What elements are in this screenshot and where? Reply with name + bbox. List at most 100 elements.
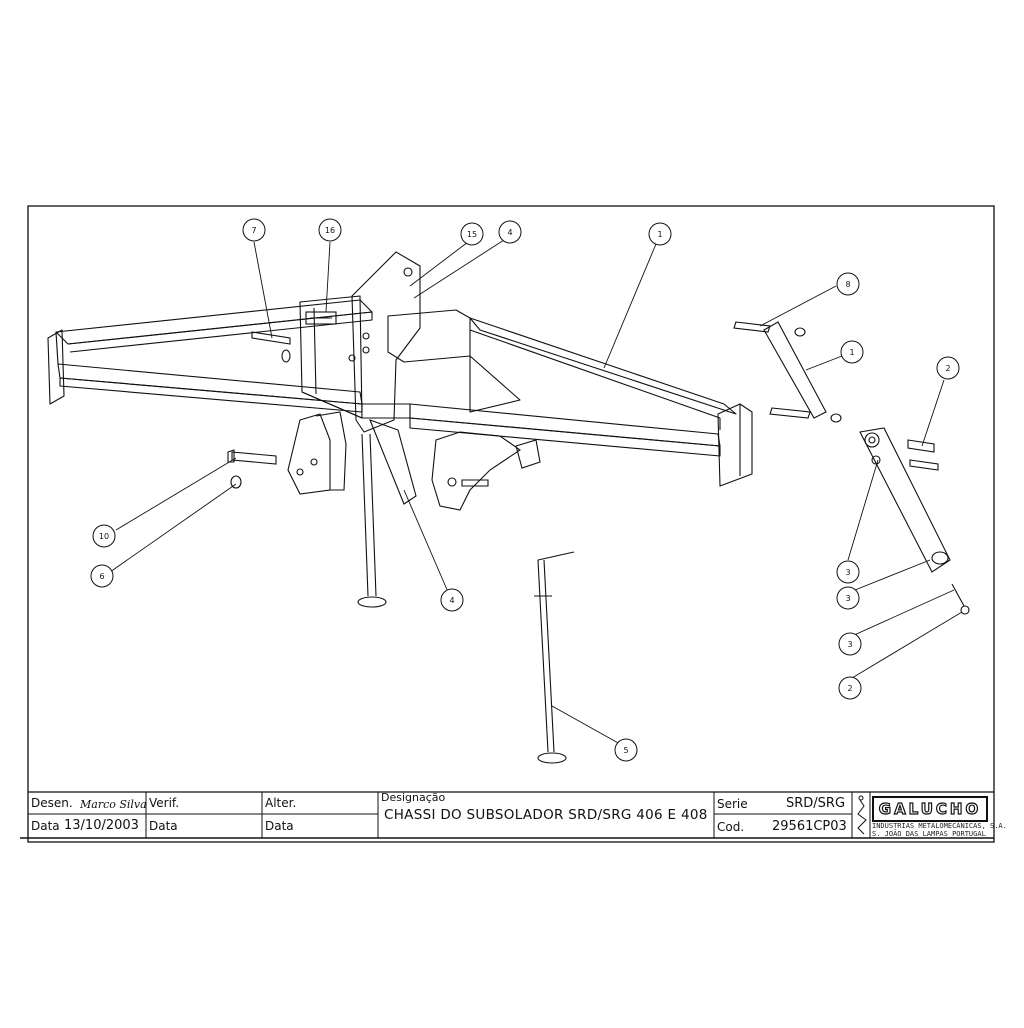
callout-label: 3 (845, 568, 850, 577)
top-link-nut-2 (830, 413, 842, 423)
cod-label: Cod. (717, 820, 745, 834)
callout-balloon (836, 560, 860, 584)
stand-5-left (537, 559, 549, 753)
right-beam-lower (409, 403, 721, 447)
leader-3-b (849, 559, 931, 593)
stand-5-right (543, 559, 555, 753)
center-bracket-plate (351, 251, 421, 433)
leader-2-bottom (851, 611, 963, 679)
lower-arm (859, 427, 951, 573)
company-emblem-icon (857, 795, 867, 835)
bracket-hole-1 (403, 267, 413, 277)
hitch-left-plate (287, 413, 331, 495)
company-logo: GALUCHO (872, 796, 988, 822)
title-block-lines (20, 792, 994, 839)
hitch-left-plate-2 (315, 411, 347, 491)
callout-balloon (836, 272, 860, 296)
leader-15 (409, 241, 469, 287)
stand-5-handle (537, 551, 575, 561)
leader-5 (551, 705, 621, 745)
hitch-right-plate (431, 431, 521, 511)
callout-balloon (440, 588, 464, 612)
drawing-border (27, 205, 995, 843)
leader-10 (115, 457, 237, 531)
callout-label: 3 (847, 640, 852, 649)
left-end-plate (47, 329, 65, 405)
lower-arm-pin-2 (909, 459, 939, 471)
callout-balloon (498, 220, 522, 244)
left-beam-inner (67, 311, 373, 353)
lower-arm-end (931, 551, 949, 565)
right-end-plate (717, 403, 753, 487)
leader-3-c (851, 589, 955, 637)
serie-value: SRD/SRG (786, 796, 846, 811)
callout-label: 4 (449, 596, 454, 605)
callout-label: 3 (845, 594, 850, 603)
hitch-right-hole (447, 477, 457, 487)
data3-label: Data (265, 819, 294, 833)
callout-balloon (836, 586, 860, 610)
top-link-body (763, 321, 827, 419)
leader-1-top (603, 243, 657, 369)
leader-1-right (805, 355, 843, 371)
lower-hitch-right (431, 431, 541, 511)
company-logo-text: GALUCHO (878, 799, 982, 818)
callout-label: 6 (99, 572, 104, 581)
leader-2-top (921, 379, 945, 447)
right-beam-top (469, 317, 737, 415)
callout-balloon (318, 218, 342, 242)
data2-label: Data (149, 819, 178, 833)
hitch-right-pin (461, 479, 489, 487)
top-link-lower-pin (769, 407, 811, 419)
callout-balloon (242, 218, 266, 242)
lynch-pin (951, 583, 965, 607)
leader-4-bottom (403, 489, 449, 593)
left-end-line (55, 331, 59, 365)
callout-balloon (936, 356, 960, 380)
callout-balloon (460, 222, 484, 246)
lower-arm-eye-inner (868, 436, 876, 444)
main-chassis (47, 251, 753, 487)
callout-balloon (838, 676, 862, 700)
leg-bracket (369, 419, 417, 505)
right-gusset (469, 355, 521, 413)
bracket-hole-4 (348, 354, 356, 362)
emblem-figure (857, 799, 867, 835)
cod-value: 29561CP03 (772, 819, 847, 834)
callout-label: 7 (251, 226, 256, 235)
serie-label: Serie (717, 797, 748, 811)
leg-tube-left (361, 433, 369, 597)
left-leg-stand (357, 419, 417, 608)
data-value: 13/10/2003 (64, 818, 139, 833)
leader-3-a (847, 459, 879, 561)
left-beam-top (55, 299, 373, 345)
leader-16 (325, 241, 331, 313)
top-link-upper-pin (733, 321, 771, 333)
center-frame-line (313, 307, 317, 395)
lower-hitch-left (287, 411, 347, 495)
clip-6 (230, 475, 242, 489)
right-beam-mid (469, 329, 721, 430)
company-line-2: S. JOÃO DAS LAMPAS PORTUGAL (872, 830, 986, 838)
leader-lines (109, 239, 963, 745)
data-label: Data (31, 819, 60, 833)
lynch-pin-ring (960, 605, 970, 615)
loose-parts (227, 311, 970, 764)
callout-label: 4 (507, 228, 512, 237)
drawing-title: CHASSI DO SUBSOLADOR SRD/SRG 406 E 408 (384, 807, 708, 823)
pin-7 (251, 331, 291, 345)
hitch-left-hole-2 (296, 468, 304, 476)
callout-balloon (838, 632, 862, 656)
callout-label: 15 (467, 230, 477, 239)
leader-7 (253, 241, 273, 339)
pin-10 (231, 451, 277, 465)
leader-8 (759, 285, 837, 327)
callout-balloon (648, 222, 672, 246)
emblem-head (858, 795, 864, 801)
designacao-label: Designação (381, 791, 446, 804)
hitch-left-hole (310, 458, 318, 466)
company-line-1: INDÚSTRIAS METALOMECÂNICAS, S.A. (872, 822, 1007, 830)
bracket-hole-3 (362, 346, 370, 354)
